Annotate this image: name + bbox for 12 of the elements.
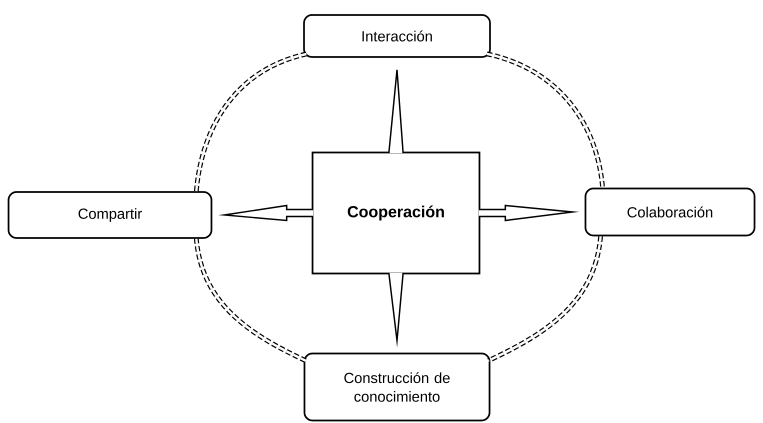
rounded-box: Construcción de conocimiento (304, 352, 490, 422)
spike-arrow (478, 204, 580, 222)
spike-arrow (218, 204, 314, 222)
double-dashed-arc (194, 238, 307, 363)
spike-arrow (388, 69, 404, 154)
double-dashed-arc (194, 52, 308, 192)
rounded-box: Interacción (303, 14, 491, 58)
rounded-box: Colaboración (584, 188, 756, 236)
concept-box: Cooperación (312, 152, 480, 274)
double-dashed-arc (486, 52, 605, 188)
rounded-box: Compartir (8, 191, 212, 239)
double-dashed-arc (487, 236, 603, 363)
